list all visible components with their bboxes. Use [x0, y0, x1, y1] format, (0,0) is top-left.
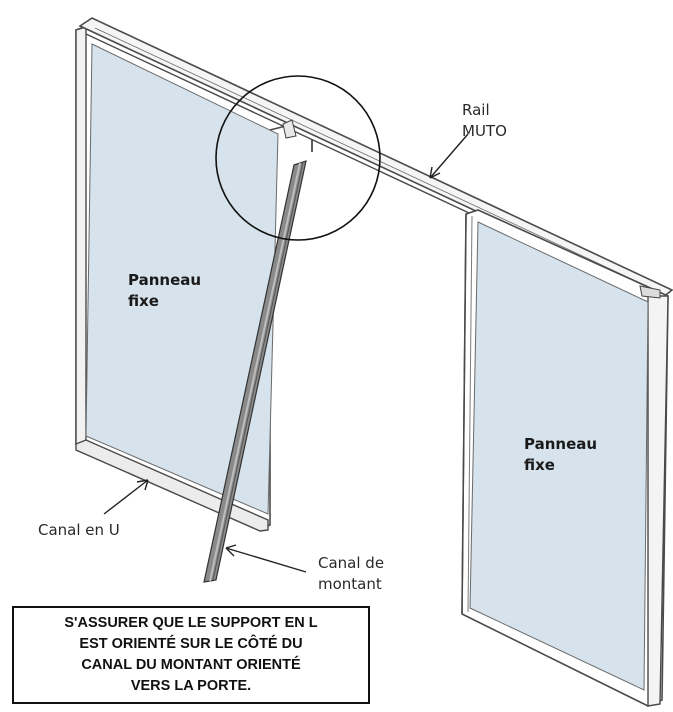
right-fixed-panel: [461, 209, 669, 707]
leader-arrows: [103, 133, 469, 573]
rail-label: Rail MUTO: [462, 100, 507, 142]
upright-channel-label-line-1: Canal de: [318, 554, 385, 572]
note-line-2: EST ORIENTÉ SUR LE CÔTÉ DU: [79, 636, 303, 652]
right-panel-glass: [469, 221, 649, 691]
right-panel-side-profile: [647, 295, 669, 707]
right-panel-label-line-1: Panneau: [524, 435, 598, 453]
right-panel-label: Panneau fixe: [524, 434, 597, 476]
rail-label-line-1: Rail: [462, 101, 490, 119]
rail-body: [78, 17, 673, 299]
left-fixed-panel: [75, 23, 291, 532]
u-channel-label-text: Canal en U: [38, 521, 120, 539]
u-channel-arrow: [103, 479, 149, 515]
rail-arrow: [429, 133, 469, 179]
detail-circle: [215, 75, 381, 241]
upright-channel-label-line-2: montant: [318, 575, 382, 593]
right-panel-label-line-2: fixe: [524, 456, 555, 474]
installation-note-box: S'ASSURER QUE LE SUPPORT EN L EST ORIENT…: [12, 606, 370, 704]
upright-channel-arrow: [225, 544, 307, 573]
note-line-3: CANAL DU MONTANT ORIENTÉ: [81, 657, 301, 673]
u-channel-label: Canal en U: [38, 520, 120, 541]
left-panel-side-profile: [75, 26, 87, 450]
left-panel-label-line-2: fixe: [128, 292, 159, 310]
rail-label-line-2: MUTO: [462, 122, 507, 140]
left-panel-label: Panneau fixe: [128, 270, 201, 312]
upright-channel-label: Canal de montant: [318, 553, 384, 595]
note-line-4: VERS LA PORTE.: [130, 678, 252, 694]
left-panel-glass: [85, 43, 279, 515]
note-line-1: S'ASSURER QUE LE SUPPORT EN L: [64, 615, 318, 631]
upright-channel: [203, 160, 307, 583]
left-panel-label-line-1: Panneau: [128, 271, 202, 289]
